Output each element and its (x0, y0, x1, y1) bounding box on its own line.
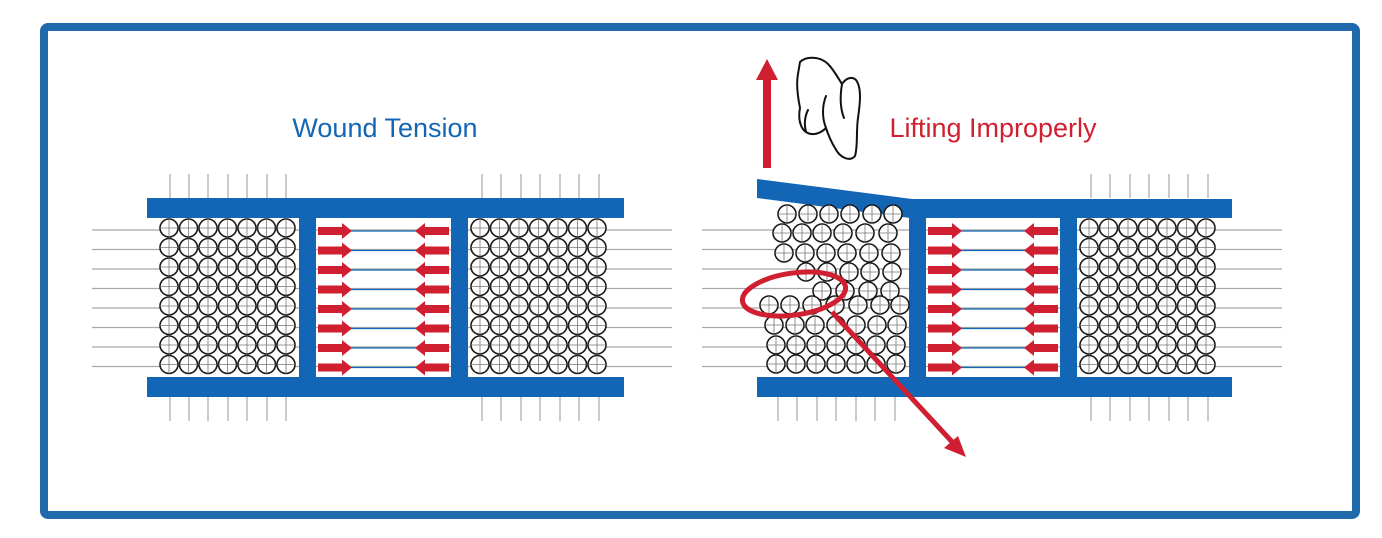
tension-arrow-right (928, 223, 962, 239)
right-panel: Lifting Improperly (702, 56, 1282, 457)
tension-arrow-right (318, 262, 352, 278)
tension-arrow-right (318, 340, 352, 356)
tension-arrow-right (318, 359, 352, 376)
tension-arrow-left (415, 223, 449, 239)
tension-arrow-right (928, 262, 962, 278)
hand-icon (796, 56, 861, 160)
left-inner-left-wall (299, 208, 316, 388)
tension-arrow-left (1024, 281, 1058, 298)
right-panel-title: Lifting Improperly (889, 113, 1097, 143)
left-inner-right-wall (451, 208, 468, 388)
tension-arrow-left (415, 301, 449, 317)
tension-arrow-left (1024, 359, 1058, 376)
tension-arrow-left (1024, 340, 1058, 356)
tension-arrow-left (415, 320, 449, 337)
left-bottom-bar (147, 377, 624, 397)
tension-arrow-left (1024, 320, 1058, 337)
tension-arrow-right (928, 301, 962, 317)
tension-arrow-right (318, 301, 352, 317)
defect-highlight-ellipse (739, 269, 849, 319)
lift-arrow-icon (756, 59, 778, 168)
tension-arrow-left (1024, 223, 1058, 239)
tension-arrow-right (928, 281, 962, 298)
left-tension-arrows (318, 223, 449, 376)
right-roll-right-stack (1079, 218, 1216, 375)
right-inner-left-wall (909, 208, 926, 388)
tension-arrow-right (318, 320, 352, 337)
left-roll-right-stack (470, 218, 607, 375)
tension-arrow-right (318, 281, 352, 298)
tension-arrow-right (318, 223, 352, 239)
right-inner-right-wall (1060, 208, 1077, 388)
tension-arrow-left (1024, 301, 1058, 317)
left-vertical-lines (169, 174, 600, 421)
tension-arrow-left (415, 359, 449, 376)
left-roll-left-stack (159, 218, 296, 375)
tension-arrow-right (928, 320, 962, 337)
left-panel: Wound Tension (92, 113, 672, 421)
tension-arrow-left (415, 340, 449, 356)
left-top-bar (147, 198, 624, 218)
pointer-arrow-icon (830, 310, 966, 457)
tension-arrow-right (928, 359, 962, 376)
right-bottom-bar (757, 377, 1232, 397)
left-panel-title: Wound Tension (292, 113, 477, 143)
tension-arrow-right (928, 340, 962, 356)
tension-arrow-right (318, 242, 352, 259)
tension-arrow-left (415, 262, 449, 278)
tension-arrow-left (1024, 262, 1058, 278)
tension-arrow-left (1024, 242, 1058, 259)
right-tension-arrows (928, 223, 1058, 376)
tension-arrow-right (928, 242, 962, 259)
right-roll-loose-stack (759, 204, 910, 374)
tension-arrow-left (415, 242, 449, 259)
right-vertical-lines (777, 174, 1209, 421)
tension-arrow-left (415, 281, 449, 298)
